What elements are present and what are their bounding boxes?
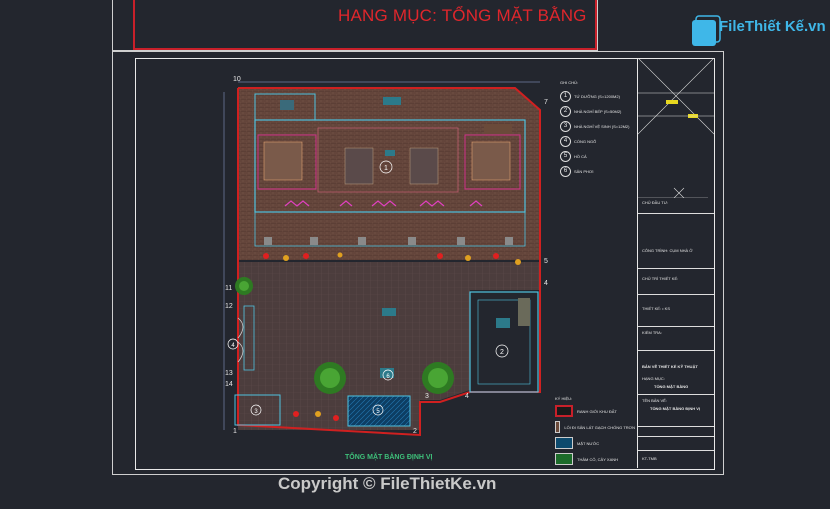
site-paving bbox=[238, 88, 540, 430]
legend-item: RANH GIỚI KHU ĐẤT bbox=[555, 403, 635, 419]
boundary-swatch-icon bbox=[555, 405, 573, 417]
design-stage: BẢN VẼ THIẾT KẾ KỸ THUẬT bbox=[642, 364, 698, 369]
yard-markers: 6 4 bbox=[227, 308, 396, 381]
note-label: SÂN PHƠI bbox=[574, 169, 594, 174]
title-box bbox=[133, 0, 597, 50]
checker-label: KIỂM TRA: bbox=[642, 330, 662, 335]
sheet-name-label: TÊN BẢN VẼ: bbox=[642, 398, 667, 403]
designer-label: THIẾT KẾ: • KS bbox=[642, 306, 670, 311]
kitchen-building: 2 bbox=[469, 291, 539, 393]
note-number: 3 bbox=[560, 121, 571, 132]
note-label: NHÀ NGHỈ BẾP (S=50M2) bbox=[574, 109, 622, 114]
grid-label: 4 bbox=[465, 393, 469, 400]
note-item: 6 SÂN PHƠI bbox=[560, 164, 640, 179]
water-swatch-icon bbox=[555, 437, 573, 449]
note-number: 1 bbox=[560, 91, 571, 102]
note-label: TỨ DƯỠNG (S=1200M2) bbox=[574, 94, 620, 99]
note-number: 5 bbox=[560, 151, 571, 162]
lead-designer-label: CHỦ TRÌ THIẾT KẾ: bbox=[642, 276, 679, 281]
gate bbox=[237, 305, 255, 371]
note-number: 2 bbox=[560, 106, 571, 117]
legend-label: RANH GIỚI KHU ĐẤT bbox=[577, 408, 617, 414]
note-item: 1 TỨ DƯỠNG (S=1200M2) bbox=[560, 89, 640, 104]
logo bbox=[690, 12, 810, 52]
client-label: CHỦ ĐẦU TƯ: bbox=[642, 200, 669, 205]
svg-text:2: 2 bbox=[500, 349, 504, 356]
project-label: CÔNG TRÌNH: CỤM NHÀ Ở bbox=[642, 248, 693, 253]
legend-label: LỐI ĐI SÂN LÁT GẠCH CHỐNG TRƠN bbox=[564, 424, 635, 430]
grid-label: 7 bbox=[544, 99, 548, 106]
grid-label: 2 bbox=[413, 428, 417, 435]
sheet-name-value: TỔNG MẶT BẰNG ĐỊNH VỊ bbox=[650, 406, 700, 411]
grass-swatch-icon bbox=[555, 453, 573, 465]
note-item: 2 NHÀ NGHỈ BẾP (S=50M2) bbox=[560, 104, 640, 119]
svg-text:1: 1 bbox=[384, 165, 388, 172]
porch-columns bbox=[254, 200, 526, 247]
copyright-watermark: Copyright © FileThietKe.vn bbox=[278, 474, 497, 493]
note-item: 5 HỒ CÁ bbox=[560, 149, 640, 164]
logo-text: FileThiết Kế.vn bbox=[719, 18, 826, 35]
grid-label: 11 bbox=[225, 285, 233, 292]
grid-label: 14 bbox=[225, 381, 233, 388]
grid-label: 3 bbox=[425, 393, 429, 400]
grid-label: 4 bbox=[544, 280, 548, 287]
grid-label: 1 bbox=[233, 428, 237, 435]
svg-text:4: 4 bbox=[231, 343, 235, 349]
drawing-title: HANG MỤC: TỔNG MẶT BẰNG bbox=[338, 6, 587, 25]
sheet-code: KT-TMB bbox=[642, 456, 657, 461]
grid-label: 10 bbox=[233, 76, 241, 83]
paving-swatch-icon bbox=[555, 421, 561, 433]
item-value: TỔNG MẶT BẰNG bbox=[654, 384, 689, 389]
legend-item: THẢM CỎ, CÂY XANH bbox=[555, 451, 635, 467]
grid-label: 13 bbox=[225, 370, 233, 377]
logo-mark-icon bbox=[692, 15, 721, 46]
plan-caption: TỔNG MẶT BẰNG ĐỊNH VỊ bbox=[345, 454, 433, 461]
note-number: 6 bbox=[560, 166, 571, 177]
sheet-border bbox=[135, 58, 715, 470]
note-label: HỒ CÁ bbox=[574, 154, 587, 159]
note-item: 3 NHÀ NGHỈ VỆ SINH (S=12M2) bbox=[560, 119, 640, 134]
svg-text:5: 5 bbox=[376, 409, 380, 415]
trees bbox=[235, 277, 454, 394]
title-block-graphics bbox=[620, 57, 715, 199]
title-block: CHỦ ĐẦU TƯ: CÔNG TRÌNH: CỤM NHÀ Ở CHỦ TR… bbox=[620, 57, 715, 468]
svg-text:3: 3 bbox=[254, 409, 258, 415]
legend-panel: KÝ HIỆU: RANH GIỚI KHU ĐẤT LỐI ĐI SÂN LÁ… bbox=[555, 396, 635, 467]
main-house: 1 bbox=[254, 93, 526, 213]
site-boundary bbox=[237, 87, 541, 437]
grid-label: 12 bbox=[225, 303, 233, 310]
item-label: HẠNG MỤC: bbox=[642, 376, 665, 381]
notes-heading: GHI CHÚ: bbox=[560, 80, 578, 85]
svg-text:6: 6 bbox=[386, 374, 390, 380]
sheet-frame bbox=[112, 51, 724, 475]
legend-label: THẢM CỎ, CÂY XANH bbox=[577, 456, 619, 462]
legend-heading: KÝ HIỆU: bbox=[555, 396, 573, 401]
legend-item: LỐI ĐI SÂN LÁT GẠCH CHỐNG TRƠN bbox=[555, 419, 635, 435]
flower-beds bbox=[263, 252, 521, 421]
notes-panel: GHI CHÚ: 1 TỨ DƯỠNG (S=1200M2) 2 NHÀ NGH… bbox=[560, 80, 640, 179]
title-frame bbox=[112, 0, 598, 51]
legend-label: MẶT NƯỚC bbox=[577, 440, 600, 446]
note-item: 4 CỔNG NGÕ bbox=[560, 134, 640, 149]
fish-pond: 5 bbox=[347, 395, 411, 427]
note-label: NHÀ NGHỈ VỆ SINH (S=12M2) bbox=[574, 124, 630, 129]
note-number: 4 bbox=[560, 136, 571, 147]
restroom-building: 3 bbox=[234, 394, 281, 426]
grid-label: 5 bbox=[544, 258, 548, 265]
note-label: CỔNG NGÕ bbox=[574, 139, 597, 144]
legend-item: MẶT NƯỚC bbox=[555, 435, 635, 451]
